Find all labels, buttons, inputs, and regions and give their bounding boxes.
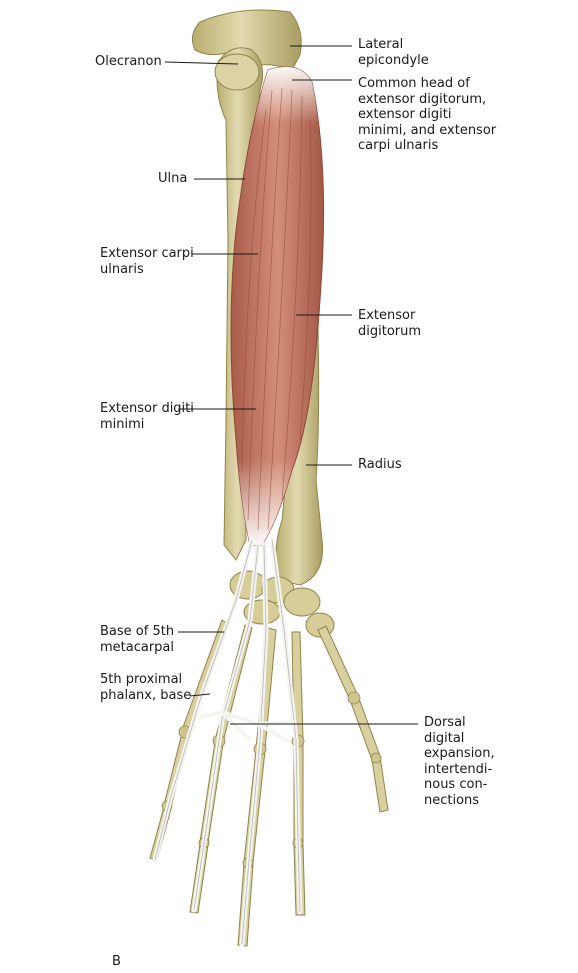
- label-extensor-carpi-ulnaris: Extensor carpi ulnaris: [100, 246, 194, 277]
- panel-letter: B: [112, 954, 121, 969]
- label-extensor-digitorum: Extensor digitorum: [358, 308, 422, 339]
- label-common-head: Common head of extensor digitorum, exten…: [358, 76, 497, 153]
- label-extensor-digiti-minimi: Extensor digiti minimi: [100, 401, 194, 432]
- hand-bones: [149, 619, 389, 947]
- leader-5th-proximal-phalanx: [189, 693, 211, 697]
- leader-lines: [164, 45, 418, 725]
- label-radius: Radius: [358, 457, 402, 472]
- extensor-tendons: [152, 537, 303, 947]
- muscle-fibers: [241, 87, 312, 531]
- label-olecranon: Olecranon: [95, 54, 162, 69]
- humerus-bone: [191, 9, 302, 71]
- label-ulna: Ulna: [158, 171, 188, 186]
- tendon-outlines: [154, 539, 301, 945]
- label-5th-proximal-phalanx: 5th proximal phalanx, base: [100, 672, 192, 703]
- leader-olecranon: [164, 61, 239, 65]
- label-dorsal-digital-expansion: Dorsal digital expansion, intertendi- no…: [424, 715, 495, 808]
- label-lateral-epicondyle: Lateral epicondyle: [358, 37, 429, 68]
- olecranon-bone: [214, 53, 260, 91]
- intertendinous-connections: [197, 709, 295, 744]
- label-base-5th-metacarpal: Base of 5th metacarpal: [100, 624, 175, 655]
